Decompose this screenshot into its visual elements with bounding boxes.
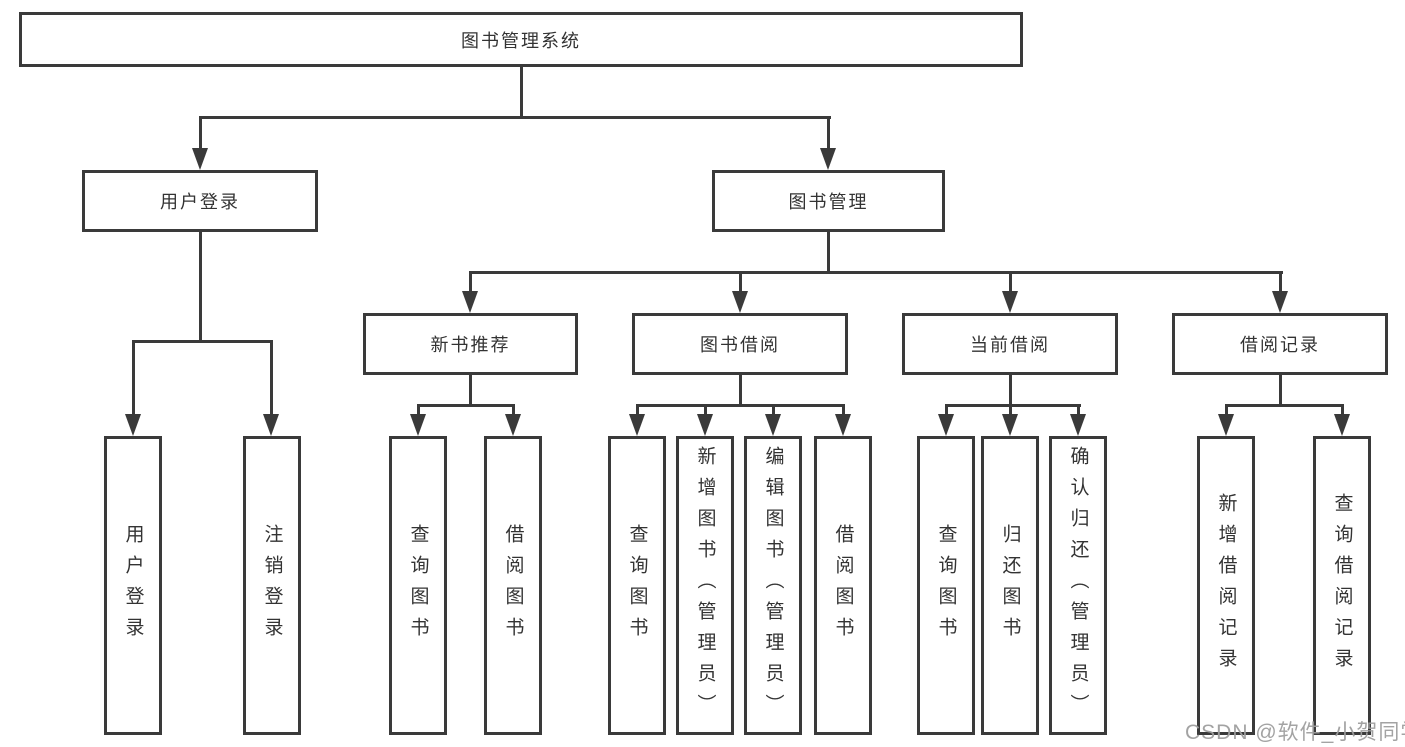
connector-line (1279, 271, 1282, 293)
connector-line (945, 404, 948, 416)
arrowhead-down-icon (462, 291, 478, 313)
leaf-label: 查询图书 (626, 523, 648, 648)
leaf-user-login: 用户登录 (104, 436, 162, 735)
arrowhead-down-icon (697, 414, 713, 436)
arrowhead-down-icon (765, 414, 781, 436)
arrowhead-down-icon (125, 414, 141, 436)
connector-line (1225, 404, 1344, 407)
connector-line (827, 116, 830, 150)
leaf-add-books-admin: 新增图书（管理员） (676, 436, 734, 735)
leaf-query-books-current: 查询图书 (917, 436, 975, 735)
leaf-label: 新增图书（管理员） (694, 446, 716, 725)
node-new-book-recommend: 新书推荐 (363, 313, 578, 375)
connector-line (842, 404, 845, 416)
connector-line (132, 340, 135, 416)
leaf-return-books: 归还图书 (981, 436, 1039, 735)
connector-line (1225, 404, 1228, 416)
node-label: 图书管理系统 (461, 30, 581, 51)
node-label: 用户登录 (160, 192, 240, 212)
arrowhead-down-icon (1070, 414, 1086, 436)
connector-line (199, 116, 831, 119)
leaf-label: 编辑图书（管理员） (762, 446, 784, 725)
connector-line (1009, 404, 1012, 416)
node-label: 图书管理 (788, 192, 869, 212)
node-label: 图书借阅 (700, 335, 780, 355)
leaf-label: 新增借阅记录 (1215, 492, 1237, 679)
leaf-logout: 注销登录 (243, 436, 301, 735)
arrowhead-down-icon (1002, 414, 1018, 436)
leaf-edit-books-admin: 编辑图书（管理员） (744, 436, 802, 735)
leaf-borrow-books-recommend: 借阅图书 (484, 436, 542, 735)
connector-line (417, 404, 515, 407)
arrowhead-down-icon (263, 414, 279, 436)
leaf-query-borrow-record: 查询借阅记录 (1313, 436, 1371, 735)
leaf-query-books-recommend: 查询图书 (389, 436, 447, 735)
leaf-label: 借阅图书 (502, 523, 524, 648)
arrowhead-down-icon (1218, 414, 1234, 436)
node-current-borrow: 当前借阅 (902, 313, 1118, 375)
node-label: 新书推荐 (430, 335, 511, 355)
arrowhead-down-icon (410, 414, 426, 436)
node-label: 借阅记录 (1240, 335, 1320, 355)
node-user-login: 用户登录 (82, 170, 318, 232)
connector-line (1009, 271, 1012, 293)
connector-line (270, 340, 273, 416)
connector-line (739, 271, 742, 293)
arrowhead-down-icon (820, 148, 836, 170)
connector-line (945, 404, 1081, 407)
leaf-label: 查询图书 (407, 523, 429, 648)
leaf-query-books-borrow: 查询图书 (608, 436, 666, 735)
watermark-text: CSDN @软件_小贺同学 (1185, 721, 1405, 744)
connector-line (636, 404, 845, 407)
arrowhead-down-icon (1002, 291, 1018, 313)
arrowhead-down-icon (1334, 414, 1350, 436)
connector-line (417, 404, 420, 416)
connector-line (199, 116, 202, 150)
arrowhead-down-icon (732, 291, 748, 313)
leaf-label: 借阅图书 (832, 523, 854, 648)
node-borrow-records: 借阅记录 (1172, 313, 1388, 375)
connector-line (772, 404, 775, 416)
leaf-label: 查询图书 (935, 523, 957, 648)
connector-line (636, 404, 639, 416)
connector-line (199, 232, 202, 342)
leaf-label: 归还图书 (999, 523, 1021, 648)
connector-line (469, 271, 1283, 274)
connector-line (1341, 404, 1344, 416)
connector-line (704, 404, 707, 416)
arrowhead-down-icon (1272, 291, 1288, 313)
connector-line (520, 67, 523, 117)
node-library-management-system: 图书管理系统 (19, 12, 1023, 67)
connector-line (1279, 375, 1282, 406)
node-label: 当前借阅 (970, 335, 1050, 355)
arrowhead-down-icon (938, 414, 954, 436)
connector-line (469, 271, 472, 293)
leaf-add-borrow-record: 新增借阅记录 (1197, 436, 1255, 735)
arrowhead-down-icon (629, 414, 645, 436)
connector-line (827, 232, 830, 274)
connector-line (469, 375, 472, 406)
connector-line (1077, 404, 1080, 416)
leaf-label: 用户登录 (122, 523, 144, 648)
connector-line (132, 340, 273, 343)
connector-line (739, 375, 742, 406)
leaf-confirm-return-admin: 确认归还（管理员） (1049, 436, 1107, 735)
arrowhead-down-icon (505, 414, 521, 436)
node-book-management: 图书管理 (712, 170, 945, 232)
connector-line (512, 404, 515, 416)
arrowhead-down-icon (192, 148, 208, 170)
leaf-label: 确认归还（管理员） (1067, 446, 1089, 725)
connector-line (1009, 375, 1012, 406)
node-book-borrow: 图书借阅 (632, 313, 848, 375)
leaf-borrow-books: 借阅图书 (814, 436, 872, 735)
leaf-label: 注销登录 (261, 523, 283, 648)
leaf-label: 查询借阅记录 (1331, 492, 1353, 679)
arrowhead-down-icon (835, 414, 851, 436)
